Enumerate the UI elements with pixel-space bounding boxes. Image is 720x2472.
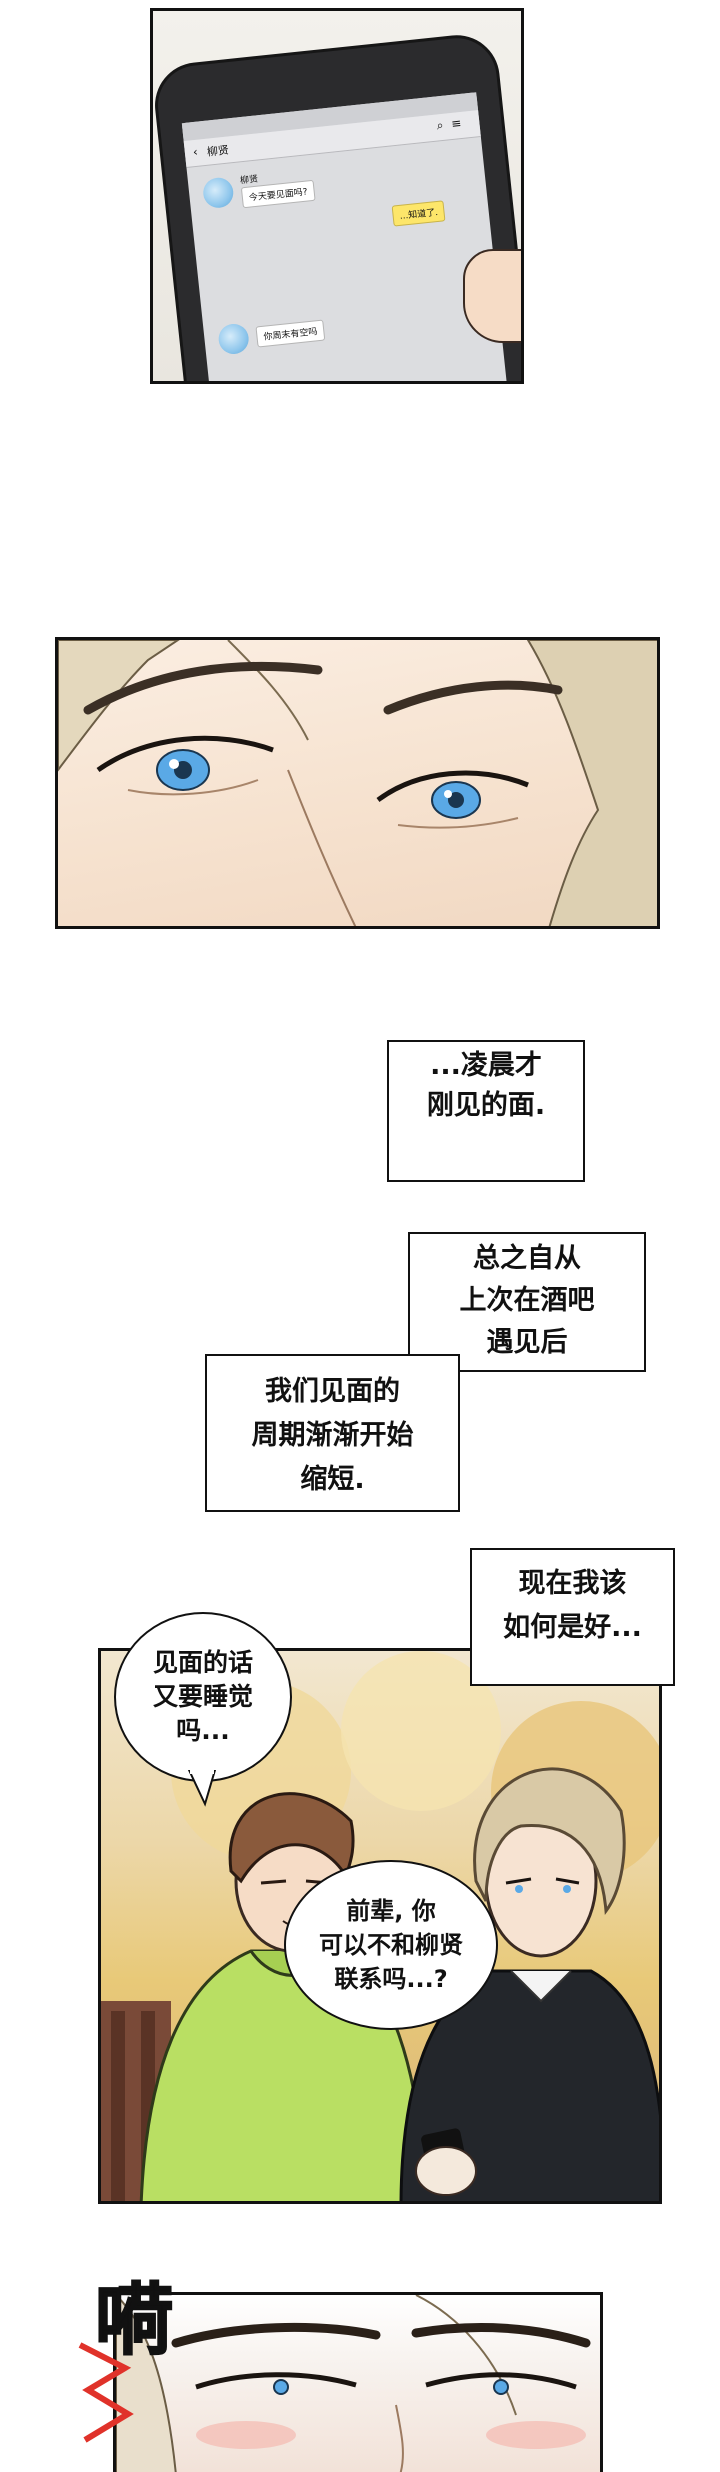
- shock-face-illustration: [116, 2295, 591, 2472]
- panel-shock-face: [113, 2292, 603, 2472]
- shock-zigzag-icon: [78, 2342, 134, 2443]
- message-bubble: 你周末有空吗: [255, 319, 326, 348]
- panel-eyes-closeup: [55, 637, 660, 929]
- phone-screen: ‹ 柳贤 ⌕≡ 柳贤 今天要见面吗? ...知道了. 你周末有空吗: [181, 92, 508, 381]
- narration-box: 总之自从 上次在酒吧 遇见后: [408, 1232, 646, 1372]
- speech-bubble: 见面的话 又要睡觉 吗...: [114, 1612, 292, 1782]
- speech-bubble-tail: [187, 1770, 217, 1807]
- narration-box: 现在我该 如何是好...: [470, 1548, 675, 1686]
- message-sender: 柳贤: [239, 174, 259, 187]
- smartphone: ‹ 柳贤 ⌕≡ 柳贤 今天要见面吗? ...知道了. 你周末有空吗: [154, 34, 521, 381]
- contact-avatar: [201, 176, 235, 210]
- narration-box: ...凌晨才 刚见的面.: [387, 1040, 585, 1182]
- narration-box: 我们见面的 周期渐渐开始 缩短.: [205, 1354, 460, 1512]
- search-icon[interactable]: ⌕: [435, 117, 453, 133]
- contact-avatar: [217, 322, 251, 356]
- eyes-illustration: [58, 640, 657, 926]
- chevron-left-icon[interactable]: ‹: [192, 144, 199, 160]
- sound-effect-text: 嗬: [94, 2275, 174, 2367]
- menu-icon[interactable]: ≡: [450, 115, 471, 131]
- hand: [463, 249, 521, 343]
- panel-phone: ‹ 柳贤 ⌕≡ 柳贤 今天要见面吗? ...知道了. 你周末有空吗: [150, 8, 524, 384]
- chat-contact-name: 柳贤: [206, 143, 230, 159]
- my-message-bubble: ...知道了.: [391, 200, 446, 227]
- speech-bubble: 前辈, 你 可以不和柳贤 联系吗...?: [284, 1860, 498, 2030]
